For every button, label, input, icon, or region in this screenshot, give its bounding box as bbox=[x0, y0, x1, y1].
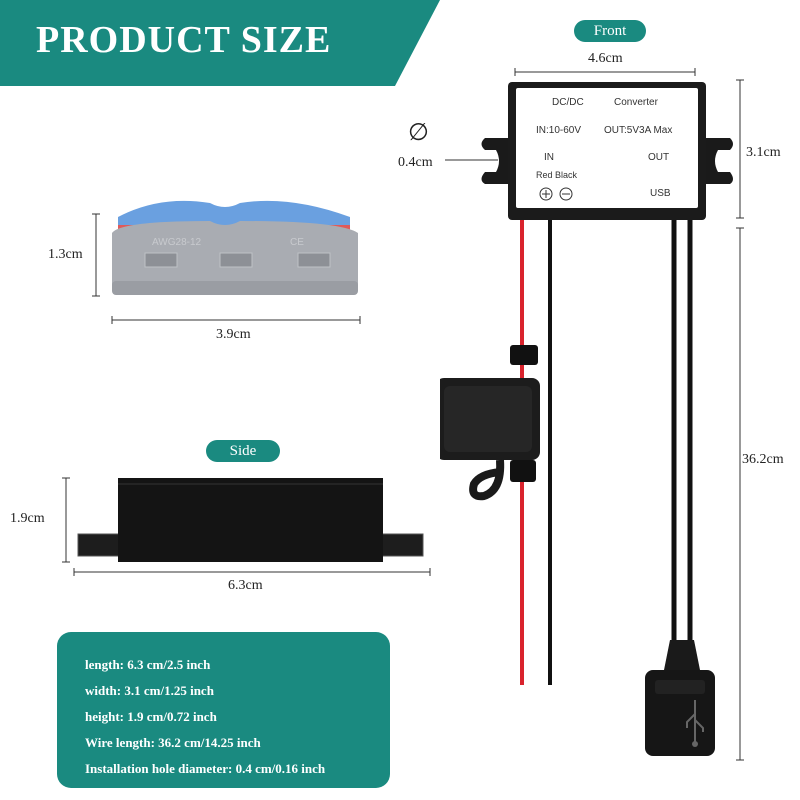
module-text-output-rating: OUT:5V3A Max bbox=[604, 125, 672, 136]
connector-width-label: 3.9cm bbox=[216, 327, 251, 342]
title-banner bbox=[0, 0, 440, 86]
converter-illustration: DC/DC Converter IN:10-60V OUT:5V3A Max I… bbox=[440, 68, 744, 761]
front-width-label: 4.6cm bbox=[588, 51, 623, 66]
usb-icon bbox=[686, 700, 704, 747]
module-text-polarity: Red Black bbox=[536, 170, 578, 180]
module-text-usb: USB bbox=[650, 188, 671, 199]
positive-terminal-icon bbox=[539, 187, 553, 201]
wire-connector-illustration: AWG28-12 CE bbox=[112, 200, 358, 295]
spec-width: width: 3.1 cm/1.25 inch bbox=[85, 683, 214, 698]
module-text-converter: Converter bbox=[614, 97, 659, 108]
connector-height-label: 1.3cm bbox=[48, 247, 83, 262]
module-text-dcdc: DC/DC bbox=[552, 97, 584, 108]
hole-diameter-label: 0.4cm bbox=[398, 155, 433, 170]
connector-marking-awg: AWG28-12 bbox=[152, 237, 202, 248]
page-title: PRODUCT SIZE bbox=[36, 19, 332, 61]
wire-length-label: 36.2cm bbox=[742, 452, 784, 467]
hole-diameter-symbol: ∅ bbox=[408, 120, 429, 146]
connector-dimension-lines bbox=[92, 213, 361, 324]
front-label-pill: Front bbox=[574, 20, 646, 42]
negative-terminal-icon bbox=[559, 187, 573, 201]
spec-hole-diameter: Installation hole diameter: 0.4 cm/0.16 … bbox=[85, 761, 326, 776]
connector-marking-ce: CE bbox=[290, 237, 304, 248]
specs-panel bbox=[57, 632, 390, 788]
spec-wire-length: Wire length: 36.2 cm/14.25 inch bbox=[85, 735, 261, 750]
side-label-pill: Side bbox=[206, 440, 280, 462]
side-width-label: 6.3cm bbox=[228, 578, 263, 593]
spec-length: length: 6.3 cm/2.5 inch bbox=[85, 657, 211, 672]
module-text-in: IN bbox=[544, 152, 554, 163]
spec-height: height: 1.9 cm/0.72 inch bbox=[85, 709, 217, 724]
module-text-input-range: IN:10-60V bbox=[536, 125, 581, 136]
side-view-illustration bbox=[62, 477, 431, 576]
module-text-out: OUT bbox=[648, 152, 669, 163]
front-height-label: 3.1cm bbox=[746, 145, 781, 160]
side-height-label: 1.9cm bbox=[10, 511, 45, 526]
